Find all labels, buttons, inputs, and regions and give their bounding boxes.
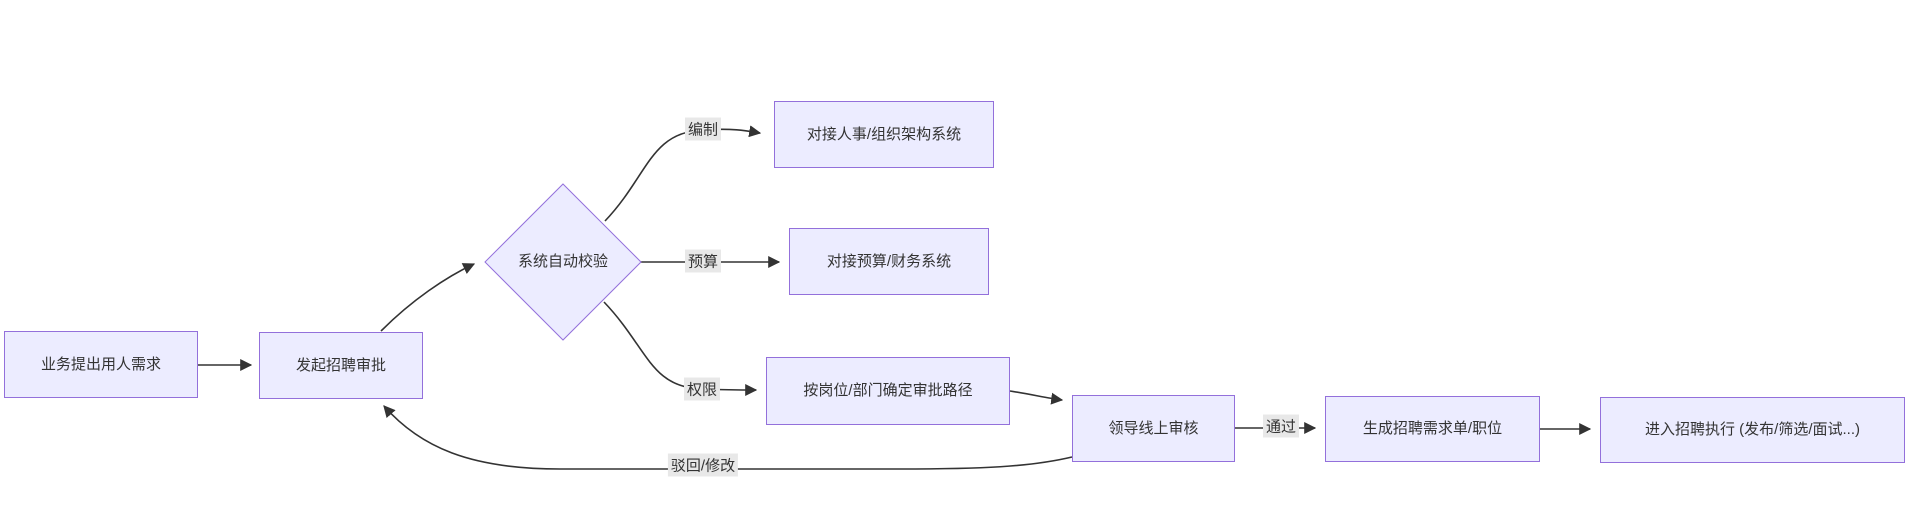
node-business-request: 业务提出用人需求 — [4, 331, 198, 398]
node-recruitment-execution: 进入招聘执行 (发布/筛选/面试...) — [1600, 397, 1905, 463]
edge-label-bianzhi: 编制 — [684, 117, 722, 141]
edge-label-bohui: 驳回/修改 — [667, 453, 739, 477]
edge-leader-return-to-initiate — [383, 405, 1073, 470]
node-leader-review: 领导线上审核 — [1072, 395, 1235, 462]
decision-diamond-shape — [484, 183, 642, 341]
node-initiate-approval: 发起招聘审批 — [259, 332, 423, 399]
node-approval-path: 按岗位/部门确定审批路径 — [766, 357, 1010, 425]
edge-approvalpath-to-leader — [1009, 390, 1064, 405]
edge-label-quanxian: 权限 — [683, 377, 721, 401]
edge-label-yusuan: 预算 — [684, 249, 722, 273]
edge-label-tongguo: 通过 — [1262, 414, 1300, 438]
node-budget-finance-system: 对接预算/财务系统 — [789, 228, 989, 295]
node-generate-requisition: 生成招聘需求单/职位 — [1325, 396, 1540, 462]
node-hr-org-system: 对接人事/组织架构系统 — [774, 101, 994, 168]
node-auto-check: 系统自动校验 — [517, 253, 608, 270]
edge-initiate-to-autocheck — [380, 263, 476, 332]
